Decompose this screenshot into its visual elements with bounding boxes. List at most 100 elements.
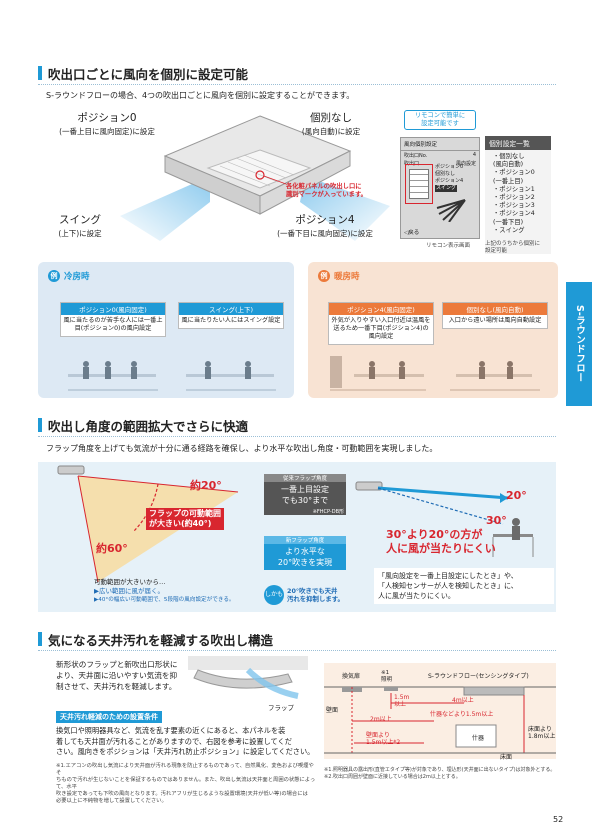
shikamo-line2: 汚れを抑制します。	[287, 595, 344, 603]
ceiling-para-1: 新形状のフラップと新吹出口形状に	[56, 660, 178, 669]
list-item: ・ポジション0	[493, 169, 535, 177]
remote-options: ポジション0 個別なし ポジション4 スイング	[435, 164, 463, 192]
remote-caption: リモコン表示画面	[426, 243, 471, 249]
label-position0: ポジション0 (一番上目に風向固定)に設定	[52, 112, 162, 138]
cooling-box-position0: ポジション0(風向固定) 風に当たるのが苦手な人には一番上目(ポジション0)の風…	[60, 302, 166, 337]
cooling-box2-text: 風に当たりたい人にはスイング設定	[181, 317, 281, 324]
label-position4-main: ポジション4	[295, 214, 355, 226]
list-item: (一番下目)	[493, 218, 524, 226]
label-individual-sub: (風向自動)に設定	[301, 127, 361, 136]
ceiling-para-2: より、天井面に沿いやすい気流を抑	[56, 671, 178, 680]
diagram-light-label: 照明	[381, 677, 393, 683]
old-flap-note: ※FHCP-DB形	[312, 509, 344, 515]
heating-box-auto: 個別なし(風向自動) 入口から遠い場所は風向自動設定	[442, 302, 548, 329]
ceiling-footnotes: ※1.エアコンの吹出し気流により天井面が汚れる現象を防止するものであって、自然風…	[56, 763, 316, 805]
comparison-note-1: 「風向設定を一番上目設定にしたとき」や、	[378, 572, 518, 580]
diagram-d3: 2m以上	[370, 716, 392, 723]
section2-heading: 吹出し角度の範囲拡大でさらに快適	[38, 416, 248, 434]
comparison-line2: 人に風が当たりにくい	[386, 542, 496, 555]
remote-callout: リモコンで簡単に 設定可能です	[404, 110, 476, 130]
heating-box2-text: 入口から遠い場所は風向自動設定	[448, 317, 542, 324]
diagram-floor-a: 床面より	[528, 726, 552, 733]
label-individual: 個別なし (風向自動)に設定	[276, 112, 386, 138]
divider	[38, 650, 556, 651]
position-list-items: ・個別なし (風向自動) ・ポジション0 (一番上目) ・ポジション1 ・ポジシ…	[485, 153, 551, 235]
section3-title: 気になる天井汚れを軽減する吹出し構造	[48, 632, 274, 648]
diagram-d1b: 以上	[394, 701, 407, 708]
label-swing-sub: (上下)に設定	[58, 229, 102, 238]
heating-example-panel: 例 暖房時 ポジション4(風向固定) 外気が入りやすい入口付近は温風を送るため一…	[308, 262, 558, 398]
cooling-tag-label: 冷房時	[64, 272, 90, 282]
cooling-box2-head: スイング(上下)	[179, 303, 283, 315]
list-item: ・スイング	[493, 226, 525, 234]
old-flap-box: 従来フラップ角度 一番上目設定 でも30°まで ※FHCP-DB形	[264, 474, 346, 515]
list-item: ・ポジション3	[493, 202, 535, 210]
remote-opt1[interactable]: ポジション0	[435, 164, 464, 170]
old-flap-text: 一番上目設定 でも30°まで	[264, 482, 346, 508]
remote-opt4[interactable]: スイング	[435, 185, 458, 192]
flap-range-2: が大きい(約40°)	[149, 519, 212, 528]
section3-heading: 気になる天井汚れを軽減する吹出し構造	[38, 630, 273, 648]
identification-mark-note: 各化粧パネルの吹出し口に 識別マークが入っています。	[286, 183, 367, 199]
diagram-light-note: ※1	[381, 670, 390, 676]
remote-row1: 吹出口No.4	[401, 151, 479, 160]
flap-range-1: フラップの可動範囲	[149, 509, 221, 518]
diagram-d1: 1.5m 以上	[394, 694, 409, 708]
heating-scene-right	[450, 361, 540, 391]
range-bullet2: ▶40°の幅広い可動範囲で、5段階の風向設定ができる。	[94, 597, 235, 603]
diagram-vent: 換気扉	[342, 673, 361, 680]
side-tab: S-ラウンドフロー	[566, 282, 592, 406]
remote-opt3[interactable]: ポジション4	[435, 178, 464, 184]
flap-illustration	[188, 656, 308, 699]
position-list-footnote-1: 上記のうちから個別に	[485, 241, 541, 247]
comparison-note: 「風向設定を一番上目設定にしたとき」や、 「人検知センサーが人を検知したとき」に…	[374, 568, 554, 604]
ceiling-para-3: 制させて、天井汚れを軽減します。	[56, 682, 177, 691]
condition-title: 天井汚れ軽減のための設置条件	[56, 711, 162, 723]
list-item: ・ポジション1	[493, 185, 535, 193]
remote-back[interactable]: ◁戻る	[404, 230, 420, 236]
heading-bar	[38, 418, 42, 432]
cooling-example-panel: 例 冷房時 ポジション0(風向固定) 風に当たるのが苦手な人には一番上目(ポジシ…	[38, 262, 294, 398]
ceiling-fn-4: 必要以上に不純物を増して設置してください。	[56, 798, 167, 804]
angle-20-label: 約20°	[190, 479, 222, 492]
heating-box-position4: ポジション4(風向固定) 外気が入りやすい入口付近は温風を送るため一番下目(ポジ…	[328, 302, 434, 345]
section2-lead: フラップ角度を上げても気流が十分に通る経路を確保し、より水平な吹出し角度・可動範…	[46, 444, 438, 453]
clearance-diagram-lines	[324, 686, 556, 754]
range-benefits: 可動範囲が大きいから… ▶広い範囲に風が届く。 ▶40°の幅広い可動範囲で、5段…	[94, 578, 254, 605]
angle-60-label: 約60°	[96, 542, 128, 555]
diagram-d2: 4m以上	[452, 697, 474, 704]
example-mark: 例	[48, 270, 60, 282]
diagram-cabinet: 什器	[472, 735, 485, 742]
label-position0-sub: (一番上目に風向固定)に設定	[59, 127, 155, 136]
shikamo-text: 20°吹きでも天井 汚れを抑制します。	[287, 587, 344, 603]
diagram-floor: 床面	[500, 754, 513, 761]
position-list-footnote-2: 設定可能	[485, 248, 508, 254]
diagram-d5b: 1.5m以上	[366, 739, 394, 746]
section1-title: 吹出口ごとに風向を個別に設定可能	[48, 66, 249, 82]
divider	[38, 436, 556, 437]
heating-box1-head: ポジション4(風向固定)	[329, 303, 433, 315]
comparison-note-2: 「人検知センサーが人を検知したとき」に、	[378, 582, 518, 590]
comparison-headline: 30°より20°の方が 人に風が当たりにくい	[386, 528, 496, 556]
ceiling-paragraph: 新形状のフラップと新吹出口形状に より、天井面に沿いやすい気流を抑 制させて、天…	[56, 659, 178, 692]
old-flap-label: 従来フラップ角度	[264, 474, 346, 482]
heading-bar	[38, 66, 42, 80]
diagram-d5c: *2	[393, 739, 401, 746]
diagram-unit: S-ラウンドフロー(センシングタイプ)	[428, 673, 529, 680]
diagram-footnotes: ※1.照明器具の露出形(直管エタイプ等)が対象であり、埋込形(天井面に出ないタイ…	[324, 767, 556, 781]
position-list: 個別設定一覧 ・個別なし (風向自動) ・ポジション0 (一番上目) ・ポジショ…	[485, 136, 551, 254]
red-note-line2: 識別マークが入っています。	[286, 191, 367, 198]
red-note-line1: 各化粧パネルの吹出し口に	[286, 183, 362, 190]
position-list-header: 個別設定一覧	[485, 136, 551, 150]
remote-opt2[interactable]: 個別なし	[435, 171, 456, 177]
cooling-box-swing: スイング(上下) 風に当たりたい人にはスイング設定	[178, 302, 284, 329]
flap-label: フラップ	[268, 704, 294, 712]
cooling-box1-text: 風に当たるのが苦手な人には一番上目(ポジション0)の風向設定	[63, 317, 163, 332]
label-position0-main: ポジション0	[77, 112, 137, 124]
flap-range-label: フラップの可動範囲 が大きい(約40°)	[146, 508, 224, 530]
condition-line2: 着しても天井面が汚れることがありますので、右図を参考に設置してくだ	[56, 736, 292, 746]
cooling-tag: 例 冷房時	[48, 270, 90, 282]
condition-text: 換気口や照明器具など、気流を乱す要素の近くにあると、本パネルを装 着しても天井面…	[56, 726, 314, 758]
angle-30-label: 30°	[486, 514, 507, 527]
position-list-footnote: 上記のうちから個別に 設定可能	[485, 241, 540, 255]
